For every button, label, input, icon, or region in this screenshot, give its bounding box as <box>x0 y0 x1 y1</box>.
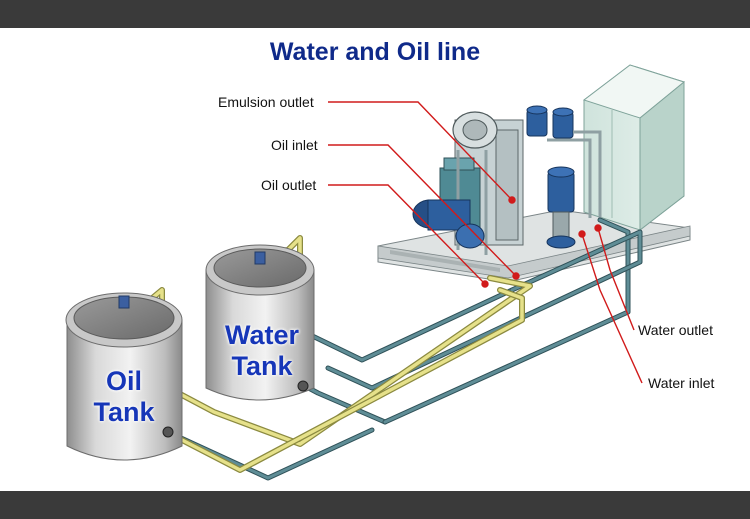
label-water-inlet: Water inlet <box>648 375 715 391</box>
diagram-title: Water and Oil line <box>269 38 481 66</box>
control-cabinet <box>582 64 686 232</box>
skid-base <box>377 209 691 283</box>
label-oil-inlet: Oil inlet <box>271 137 318 153</box>
oil-tank-label: Oil Tank <box>68 366 180 428</box>
water-tank-label-line2: Tank <box>231 351 293 381</box>
piping-diagram <box>65 64 691 481</box>
water-tank-label: Water Tank <box>208 320 316 382</box>
bottom-band <box>0 491 750 519</box>
water-tank-label-line1: Water <box>224 320 299 350</box>
label-emulsion-outlet: Emulsion outlet <box>218 94 314 110</box>
vertical-pump <box>546 166 576 249</box>
water-tank <box>205 244 315 401</box>
blue-motor-pump <box>412 199 485 249</box>
top-band <box>0 0 750 28</box>
top-motors <box>526 105 602 218</box>
label-water-outlet: Water outlet <box>638 322 713 338</box>
label-oil-outlet: Oil outlet <box>261 177 317 193</box>
oil-tank-label-line1: Oil <box>105 366 142 396</box>
oil-tank <box>65 292 183 461</box>
oil-tank-label-line2: Tank <box>93 397 155 427</box>
leader-lines <box>328 101 643 384</box>
